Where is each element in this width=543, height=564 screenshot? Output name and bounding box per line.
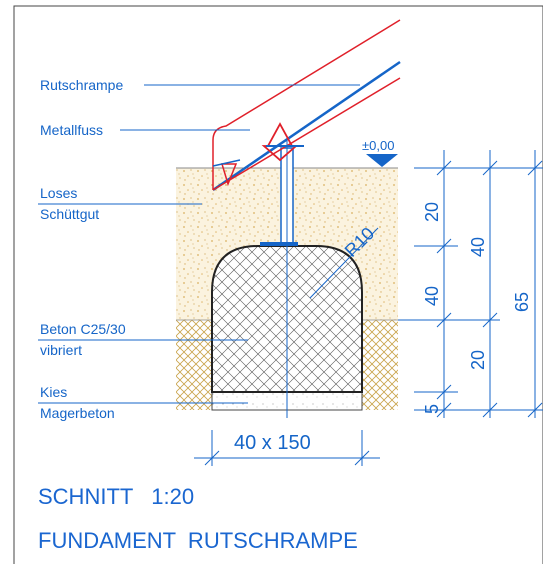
foot-left-triangle <box>220 163 238 187</box>
dim-20-bottom: 20 <box>468 350 488 370</box>
radius-leader <box>309 227 379 299</box>
base-plate <box>260 242 298 246</box>
label-concrete-2: vibriert <box>40 342 82 358</box>
label-loose-fill-2: Schüttgut <box>40 206 99 222</box>
dim-40-upper: 40 <box>468 237 488 257</box>
label-gravel: Kies <box>40 384 67 400</box>
level-triangle <box>366 154 398 167</box>
ramp-blue-line <box>212 60 401 192</box>
dim-40-left: 40 <box>422 286 442 306</box>
label-concrete-1: Beton C25/30 <box>40 321 126 337</box>
foot-left-plate <box>212 159 241 167</box>
label-ramp: Rutschrampe <box>40 77 123 93</box>
label-loose-fill-1: Loses <box>40 185 77 201</box>
title-name: FUNDAMENT RUTSCHRAMPE <box>38 528 358 553</box>
vertical-dimensions <box>398 150 543 418</box>
dim-20-top: 20 <box>422 202 442 222</box>
dim-width: 40 x 150 <box>234 432 311 454</box>
drawing-frame <box>13 5 543 564</box>
horizontal-dimension <box>194 430 380 466</box>
label-metal-foot: Metallfuss <box>40 122 103 138</box>
ramp-red-lower <box>212 77 401 191</box>
dim-5: 5 <box>422 404 442 414</box>
level-mark: ±0,00 <box>362 138 394 153</box>
label-lean-concrete: Magerbeton <box>40 405 115 421</box>
dim-65: 65 <box>512 292 532 312</box>
title-section: SCHNITT 1:20 <box>38 484 194 509</box>
